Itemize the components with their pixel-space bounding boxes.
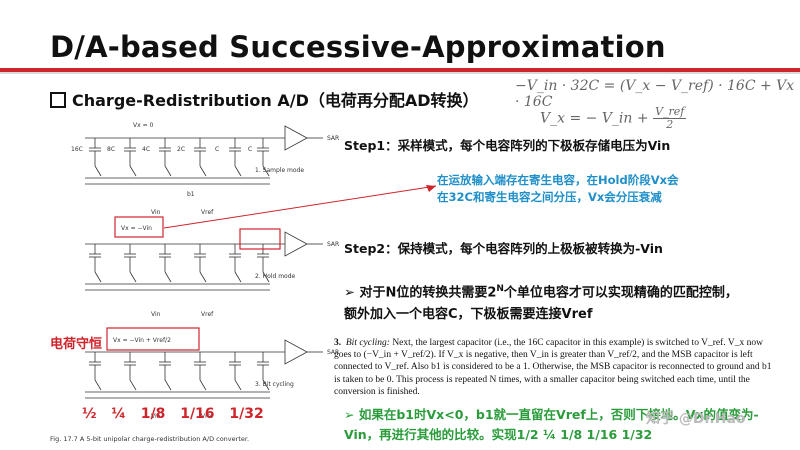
vref-label-2: Vref (201, 311, 214, 318)
vx2-label: Vx = −Vin + Vref/2 (113, 337, 171, 344)
fraction-denominator: 2 (666, 118, 674, 131)
formula-vx: V_x = − V_in + V_ref 2 (540, 105, 687, 131)
sar-label: SAR (327, 135, 339, 142)
vx-bitcycle-box (106, 327, 200, 351)
bullet4-text: 如果在b1时Vx<0，b1就一直留在Vref上，否则下接地。Vx的值变为-Vin… (344, 407, 759, 442)
step1-text: Step1：采样模式，每个电容阵列的下极板存储电压为Vin (344, 138, 671, 153)
subtitle: Charge-Redistribution A/D（电荷再分配AD转换） (72, 91, 479, 110)
bullet3-text-b: 个单位电容才可以实现精确的匹配控制，额外加入一个电容C，下极板需要连接Vref (344, 285, 738, 323)
mode1-label: 1. Sample mode (255, 167, 304, 174)
book-excerpt: 3. Bit cycling: Next, the largest capaci… (334, 337, 774, 398)
arrow-bullet-icon-2: ➢ (344, 407, 355, 422)
page-title: D/A-based Successive-Approximation (50, 30, 666, 64)
sar-label-2: SAR (327, 241, 339, 248)
vref-label: Vref (201, 209, 214, 216)
bullet-bit-cycling: ➢ 如果在b1时Vx<0，b1就一直留在Vref上，否则下接地。Vx的值变为-V… (344, 405, 764, 445)
mode3-label: 3. Bit cycling (255, 381, 294, 388)
book-lead: Bit cycling: (345, 338, 390, 348)
cap-c: C (215, 146, 219, 153)
vin-label-3: Vin (151, 413, 161, 420)
vin-label: Vin (151, 209, 161, 216)
bullet-unit-capacitors: ➢ 对于N位的转换共需要2N个单位电容才可以实现精确的匹配控制，额外加入一个电容… (344, 278, 744, 326)
formula-vx-left: V_x = − V_in + (540, 110, 649, 127)
cap-4c: 4C (142, 146, 150, 153)
annotation-arrow (163, 185, 437, 229)
formula-fraction: V_ref 2 (653, 105, 687, 131)
vx1-label: Vx = −Vin (121, 225, 152, 232)
circuit-diagrams: Vx = 0 16C 8C 4C 2C C C SAR 1. Sample mo… (71, 122, 339, 420)
arrow-bullet-icon: ➢ (344, 285, 355, 301)
cap-2c: 2C (177, 146, 185, 153)
mode2-label: 2. Hold mode (255, 273, 296, 280)
note-line-1: 在运放输入端存在寄生电容，在Hold阶段Vx会 (437, 173, 679, 187)
vx0-label: Vx = 0 (133, 122, 153, 129)
formula-charge-balance: −V_in · 32C = (V_x − V_ref) · 16C + Vx ·… (515, 78, 795, 110)
binary-fractions: ½ ¼ 1/8 1/16 1/32 (82, 406, 264, 422)
book-item-number: 3. (334, 338, 342, 348)
book-body: Next, the largest capacitor (i.e., the 1… (334, 338, 772, 397)
title-underline (0, 68, 800, 72)
vref-label-3: Vref (201, 413, 214, 420)
note-line-2: 在32C和寄生电容之间分压，Vx会分压衰减 (437, 190, 662, 204)
charge-conservation-label: 电荷守恒 (50, 337, 103, 352)
checkbox-bullet-icon (50, 92, 66, 108)
vx-highlight-box (114, 216, 164, 238)
cap-c-extra: C (248, 146, 252, 153)
vin-label-2: Vin (151, 311, 161, 318)
bullet3-sup: N (496, 284, 504, 294)
fraction-numerator: V_ref (653, 105, 687, 119)
cap-8c: 8C (107, 146, 115, 153)
title-underline-shadow (0, 72, 800, 74)
bullet3-text-a: 对于N位的转换共需要2 (359, 285, 497, 301)
step2-text: Step2：保持模式，每个电容阵列的上极板被转换为-Vin (344, 241, 663, 256)
watermark: 知乎 @Dr.Hao (646, 411, 746, 427)
figure-caption: Fig. 17.7 A 5-bit unipolar charge-redist… (50, 435, 250, 443)
cap-16c: 16C (71, 146, 83, 153)
sar-label-3: SAR (327, 349, 339, 356)
b1-label: b1 (187, 191, 195, 198)
opamp-highlight-box (239, 228, 281, 250)
parasitic-note: 在运放输入端存在寄生电容，在Hold阶段Vx会 在32C和寄生电容之间分压，Vx… (437, 172, 679, 206)
